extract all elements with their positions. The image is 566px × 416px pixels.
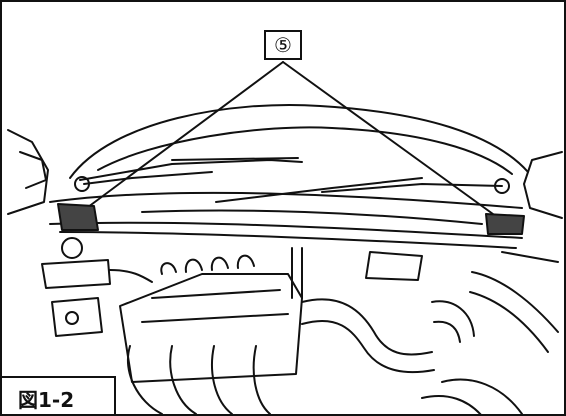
left-fender-detail	[19, 151, 47, 189]
manifold-lower-2	[169, 345, 197, 414]
bracket-left	[51, 297, 103, 337]
cowl-panel-lip	[59, 231, 517, 249]
battery-edge	[501, 251, 559, 263]
hood-inner-line	[97, 126, 513, 175]
bracket	[365, 251, 423, 281]
engine-cover-ridge	[151, 289, 281, 299]
engine-cover-ridge-2	[141, 313, 289, 323]
wiper-blade-upper-2	[171, 157, 299, 161]
component-lower-right-2	[421, 395, 482, 414]
wiper-pivot-left	[74, 176, 90, 192]
figure-label-box: 図1-2	[2, 376, 116, 414]
bolt-left	[65, 311, 79, 325]
duct-main-2	[301, 319, 435, 374]
wiper-blade-lower	[215, 177, 423, 203]
duct-main	[301, 298, 433, 356]
reservoir-hose	[109, 269, 153, 283]
wiper-blade-upper	[79, 159, 303, 181]
component-lower-right	[441, 378, 523, 414]
callout-number-box: ⑤	[264, 30, 302, 60]
duct-elbow-2	[433, 320, 461, 343]
hose-right	[471, 271, 559, 333]
hose-right-2	[469, 291, 549, 353]
hood-outline	[69, 103, 529, 179]
figure-label: 図1-2	[18, 387, 75, 412]
duct-elbow	[431, 300, 475, 337]
leader-line-left	[75, 61, 284, 217]
cowl-panel-top	[49, 191, 523, 209]
cowl-panel-bottom	[49, 221, 523, 239]
intake-runner-4	[236, 254, 255, 269]
left-fender	[7, 129, 49, 215]
wiper-pivot-right	[494, 178, 510, 194]
intake-runner-1	[160, 262, 177, 275]
wiper-arm-left	[83, 171, 213, 185]
leader-line-right	[282, 61, 505, 223]
manifold-lower-1	[126, 345, 163, 414]
reservoir-cap	[61, 237, 83, 259]
manifold-lower-4	[252, 345, 271, 414]
part-left-highlight	[57, 203, 99, 231]
callout-number: ⑤	[274, 33, 292, 57]
wiper-arm-right	[321, 183, 503, 193]
manifold-lower-3	[211, 345, 233, 414]
right-fender	[523, 151, 563, 219]
intake-runner-3	[210, 256, 229, 271]
reservoir-body	[41, 259, 111, 289]
cowl-groove	[141, 209, 483, 225]
intake-runner-2	[184, 258, 203, 273]
part-right-highlight	[485, 213, 525, 235]
